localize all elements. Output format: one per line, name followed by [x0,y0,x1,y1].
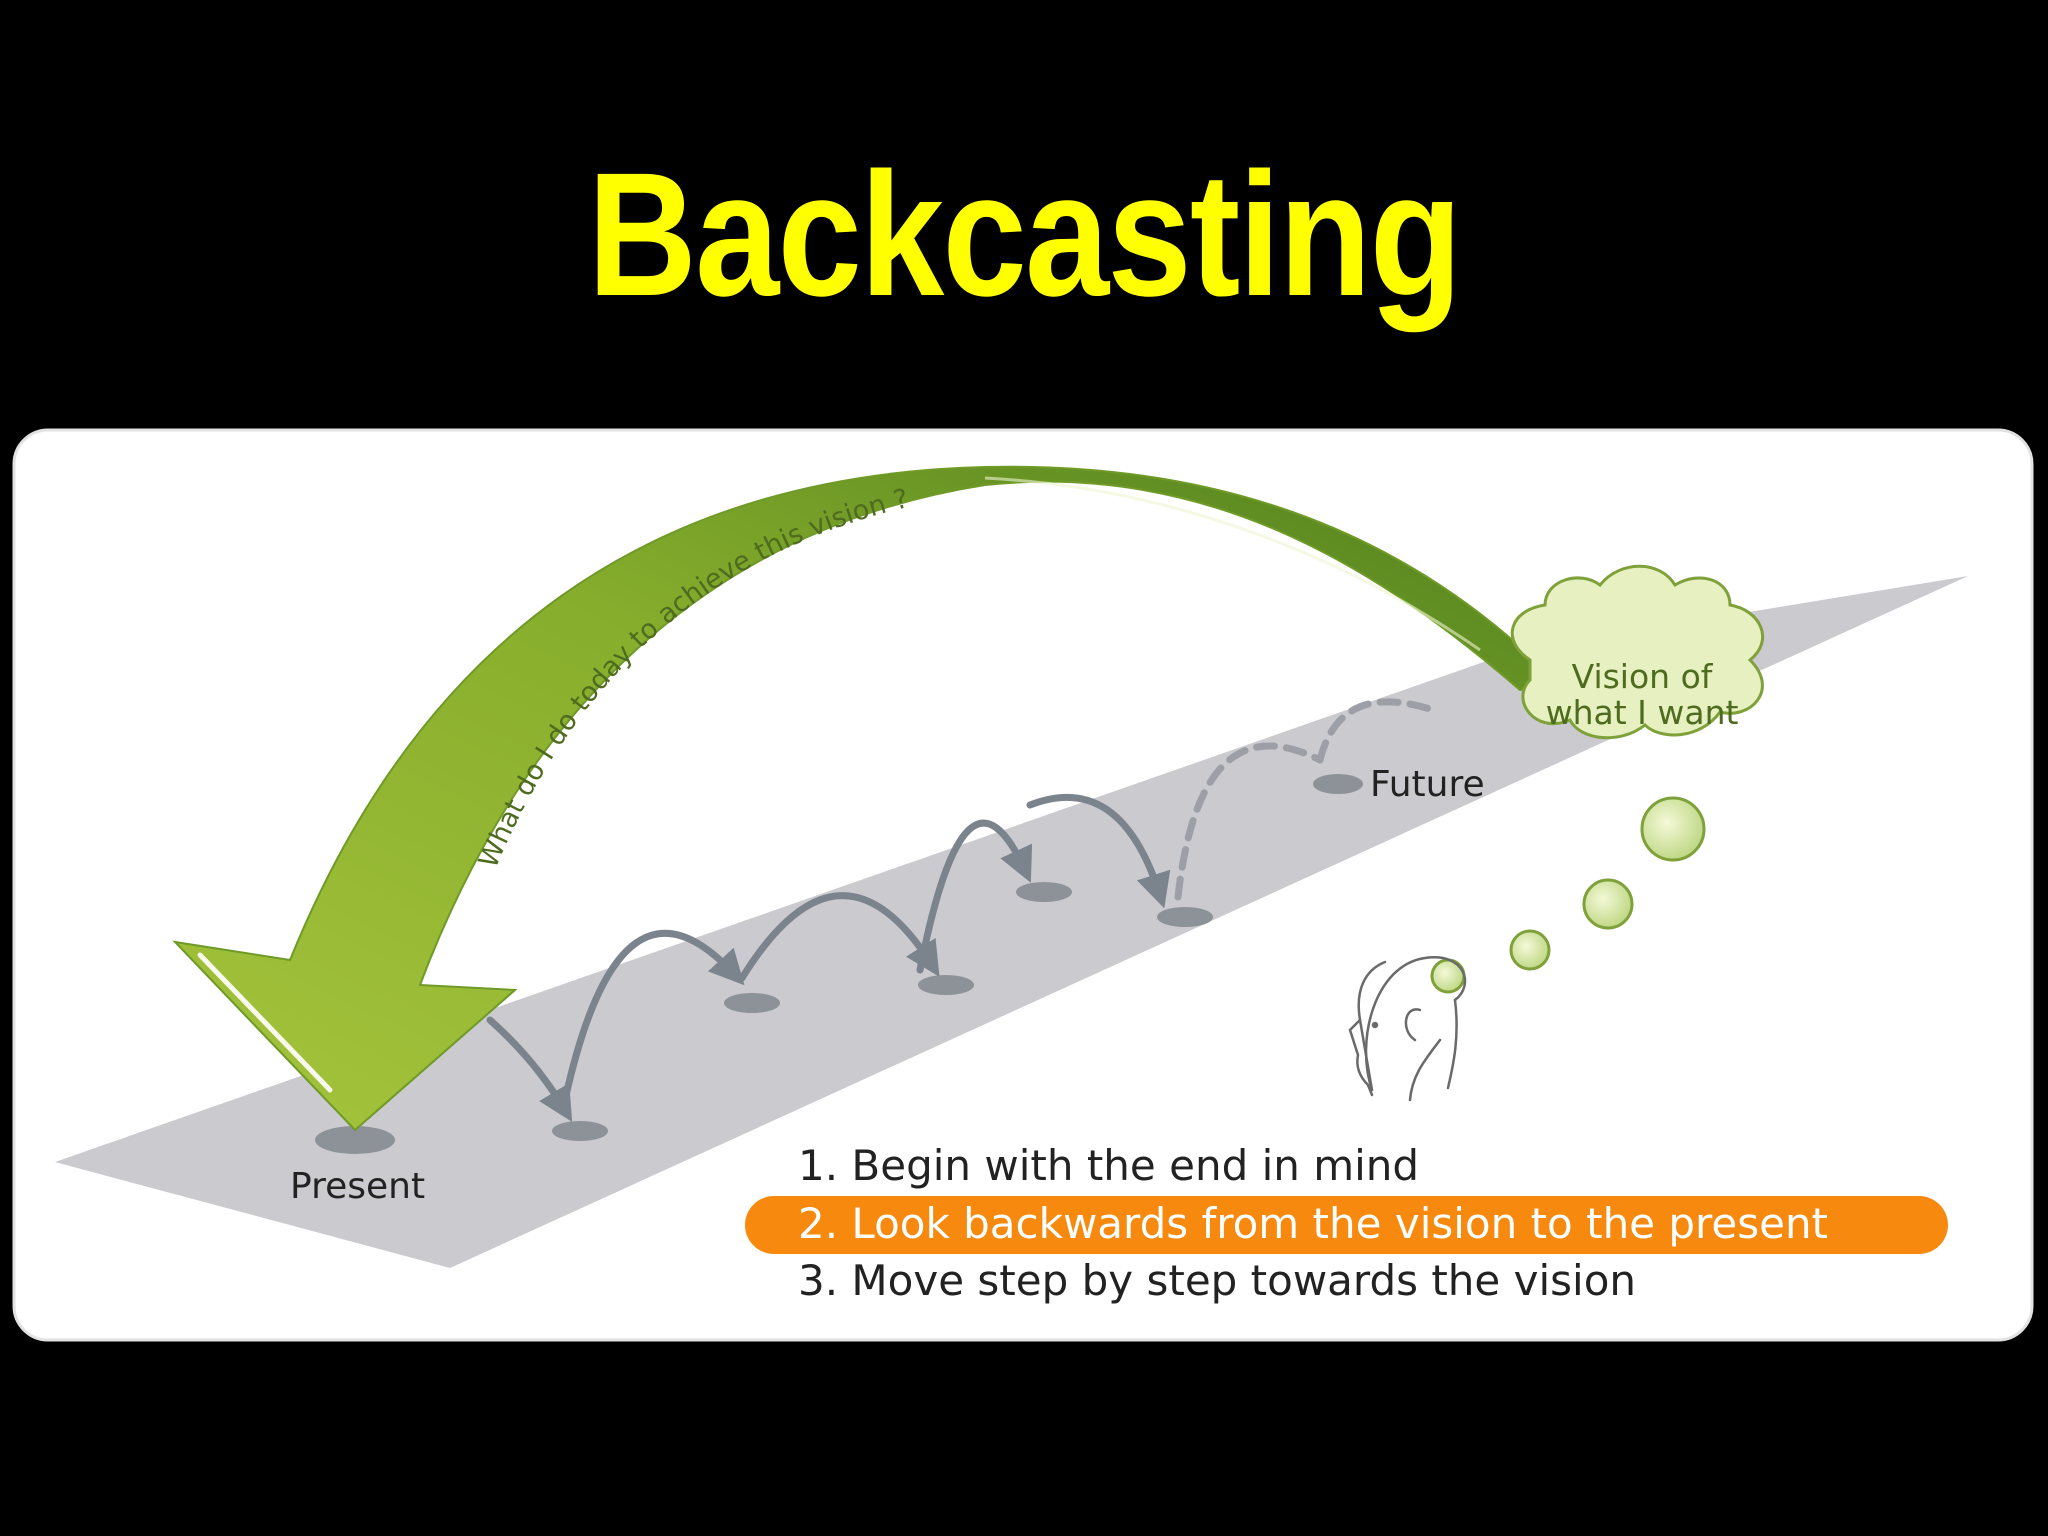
timeline-road [55,576,1968,1268]
cloud-shape [1510,564,1764,740]
cloud-text-line2: what I want [1546,693,1739,732]
thought-bubbles [1430,796,1706,994]
thought-bubble-1 [1640,796,1706,862]
hop-arrow-3 [738,892,940,982]
vision-cloud: Vision of what I want [1510,564,1764,740]
stone-present [315,1126,395,1154]
stone-2 [724,993,780,1013]
hop-arrow-4 [916,819,1033,974]
hop-arrow-1 [486,1016,573,1123]
step-2: 2. Look backwards from the vision to the… [798,1199,1828,1248]
head-icon [1348,956,1467,1102]
label-future: Future [1370,764,1485,805]
arrow-highlight [197,952,333,1093]
thought-bubble-3 [1509,929,1551,971]
arrow-highlight-upper [984,476,1481,652]
stone-4 [1016,882,1072,902]
label-present: Present [290,1166,425,1207]
stone-future [1313,774,1363,794]
step-1: 1. Begin with the end in mind [798,1141,1419,1190]
stone-1 [552,1121,608,1141]
steps-list: 1. Begin with the end in mind 2. Look ba… [745,1141,1948,1305]
slide-title: Backcasting [587,137,1463,333]
cloud-text-line1: Vision of [1572,657,1714,696]
hop-arrow-dashed-2 [1316,698,1437,764]
hop-arrow-dashed-1 [1174,742,1324,901]
thought-bubble-2 [1582,878,1634,930]
backcasting-arrow [172,465,1563,1132]
hop-arrow-5 [1026,793,1171,909]
stone-5 [1157,907,1213,927]
stepping-stones [315,774,1363,1154]
hop-arrow-2 [561,929,745,1104]
step-2-highlight [745,1196,1948,1254]
hop-arrows [486,698,1437,1123]
step-3: 3. Move step by step towards the vision [798,1256,1636,1305]
stone-3 [918,975,974,995]
